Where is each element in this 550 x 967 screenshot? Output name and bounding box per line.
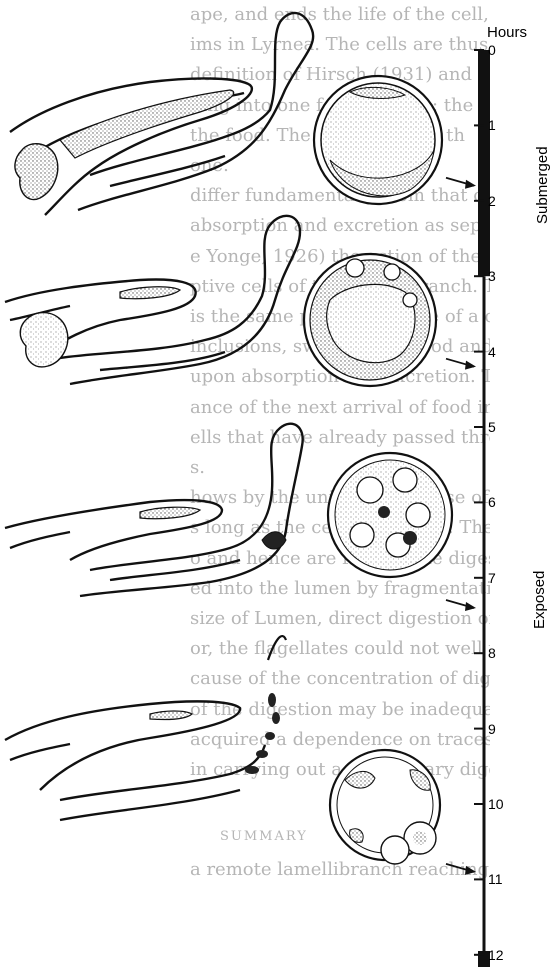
timeline-tick-label: 2 <box>488 194 496 208</box>
tubule-stage-2-debris <box>20 313 68 367</box>
timeline-tick-label: 6 <box>488 495 496 509</box>
stage-arrow-head <box>465 361 476 370</box>
timeline-tick-label: 10 <box>488 797 504 811</box>
timeline-tick-label: 5 <box>488 420 496 434</box>
tubule-stage-3-stipple <box>140 507 200 519</box>
timeline-title: Hours <box>487 24 527 41</box>
timeline-tick-label: 7 <box>488 571 496 585</box>
timeline-tick-label: 11 <box>488 872 503 886</box>
tubule-stage-2-stipple <box>120 287 180 299</box>
timeline-tick-label: 4 <box>488 345 496 359</box>
tubule-stage-4-stipple <box>150 711 192 719</box>
tubule-stage-4 <box>5 701 265 820</box>
tubule-stage-4-fragments <box>245 636 286 774</box>
exposed-label: Exposed <box>531 539 549 629</box>
section-stage-2 <box>304 254 436 386</box>
timeline-tick-label: 9 <box>488 722 496 736</box>
stage-arrow-head <box>465 180 476 189</box>
section-stage-4 <box>330 750 440 864</box>
tubule-stage-3-dark-end <box>262 532 286 549</box>
section-stage-1 <box>314 76 442 204</box>
timeline-tick-label: 3 <box>488 269 496 283</box>
tubule-stage-1-stipple <box>60 90 234 158</box>
submerged-period-bar <box>478 50 490 276</box>
timeline-tick-label: 12 <box>488 948 504 962</box>
stage-arrow-head <box>465 602 476 611</box>
timeline-tick-label: 8 <box>488 646 496 660</box>
submerged-label: Submerged <box>534 114 550 224</box>
section-stage-3 <box>328 453 452 577</box>
tubule-stage-1-debris <box>15 144 58 200</box>
timeline-tick-label: 1 <box>488 118 496 132</box>
stage-arrow-head <box>465 866 476 875</box>
timeline-tick-label: 0 <box>488 43 496 57</box>
